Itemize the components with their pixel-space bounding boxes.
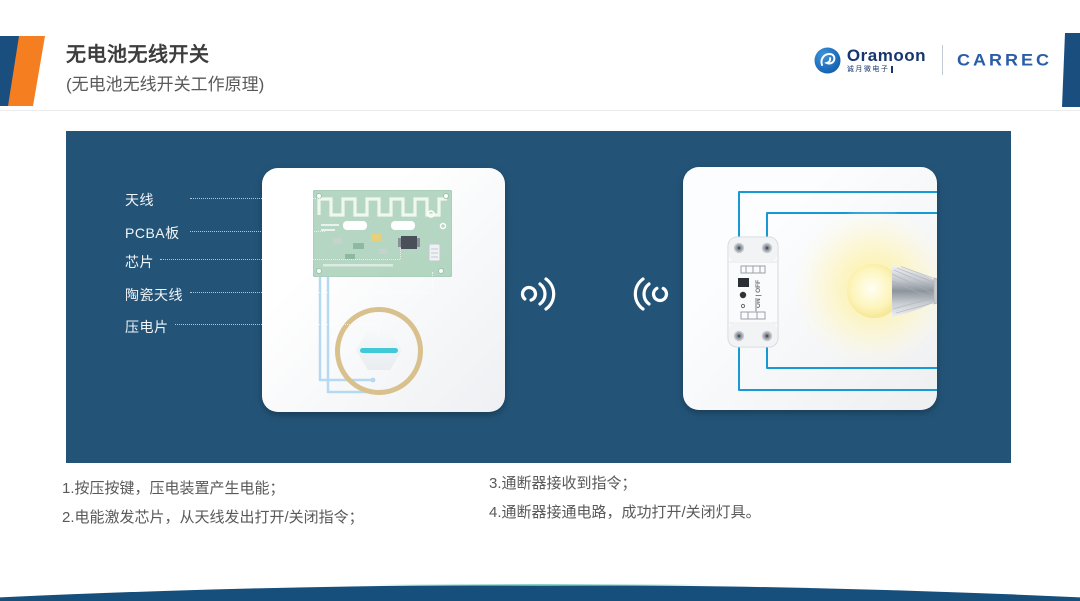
- oramoon-logo: Oramoon 诚月微电子: [814, 47, 926, 74]
- oramoon-chinese-name: 诚月微电子: [847, 66, 894, 73]
- pcba-board: [313, 190, 452, 277]
- leader-pcba: [190, 231, 325, 232]
- leader-antenna: [190, 198, 322, 199]
- relay-button: [739, 291, 747, 299]
- wireless-switch-box: [262, 168, 505, 412]
- oramoon-name: Oramoon: [846, 46, 926, 65]
- antenna-trace: [317, 197, 447, 217]
- piezo-electrode-bar: [360, 348, 398, 353]
- logo-group: Oramoon 诚月微电子 CARREC: [814, 42, 1052, 78]
- footer-teal-accent: [370, 584, 710, 586]
- step-2: 2.电能激发芯片，从天线发出打开/关闭指令；: [62, 509, 364, 526]
- diagram-panel: 天线 PCBA板 芯片 陶瓷天线 压电片: [66, 131, 1011, 463]
- label-piezo-sheet: 压电片: [125, 319, 169, 335]
- receive-signal-icon: [633, 277, 669, 311]
- relay-module: ON | OFF: [727, 236, 779, 348]
- leader-piezo-vertical: [378, 324, 379, 337]
- header-accent-right: [1062, 33, 1080, 107]
- page-subtitle: (无电池无线开关工作原理): [66, 75, 265, 94]
- piezo-ring: [335, 307, 423, 395]
- leader-piezo: [175, 324, 378, 325]
- label-antenna: 天线: [125, 192, 154, 208]
- relay-on-off-text: ON | OFF: [755, 280, 762, 308]
- step-3: 3.通断器接收到指令；: [489, 475, 637, 492]
- relay-circuit-box: ON | OFF: [683, 167, 937, 410]
- step-1: 1.按压按键，压电装置产生电能；: [62, 480, 285, 497]
- steps-left-column: 1.按压按键，压电装置产生电能； 2.电能激发芯片，从天线发出打开/关闭指令；: [62, 474, 364, 532]
- logo-divider: [941, 45, 943, 75]
- light-bulb: [847, 264, 937, 318]
- oramoon-logo-icon: [814, 47, 841, 73]
- label-chip: 芯片: [125, 254, 154, 270]
- leader-ceramic: [190, 292, 432, 293]
- leader-chip-vertical: [400, 248, 401, 259]
- transmit-signal-icon: [520, 277, 556, 311]
- leader-ceramic-vertical: [432, 272, 433, 292]
- carrec-logo: CARREC: [956, 50, 1052, 69]
- leader-chip: [160, 259, 400, 260]
- header-accent-left: [0, 36, 45, 106]
- oramoon-wordmark: Oramoon 诚月微电子: [847, 47, 926, 73]
- page-title: 无电池无线开关: [66, 44, 210, 66]
- steps-right-column: 3.通断器接收到指令； 4.通断器接通电路，成功打开/关闭灯具。: [489, 469, 761, 527]
- chip-component: [401, 236, 417, 249]
- step-4: 4.通断器接通电路，成功打开/关闭灯具。: [489, 504, 761, 521]
- label-ceramic-antenna: 陶瓷天线: [125, 287, 183, 303]
- label-pcba-board: PCBA板: [125, 225, 180, 241]
- header-divider: [0, 110, 1080, 111]
- footer-curve: [0, 585, 1080, 601]
